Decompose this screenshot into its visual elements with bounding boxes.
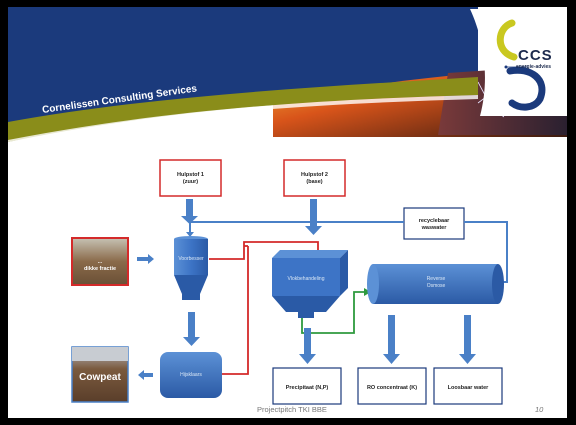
output-loosbaar-water: Loosbaar water xyxy=(433,367,503,405)
svg-text:Hijsklaars: Hijsklaars xyxy=(180,372,202,378)
svg-text:Hulpstof 2: Hulpstof 2 xyxy=(301,172,328,178)
arrow-voorbesser-down xyxy=(188,312,195,338)
green-line xyxy=(301,291,366,334)
svg-text:Precipitaat (N,P): Precipitaat (N,P) xyxy=(286,385,329,391)
ccs-logo xyxy=(470,9,567,116)
logo-text: CCS xyxy=(518,47,553,64)
page-number: 10 xyxy=(535,405,544,414)
logo-subtext: energie-advies xyxy=(516,64,552,70)
hulpstof2-box: Hulpstof 2 (base) xyxy=(283,159,346,197)
photo-cowpeat: Cowpeat xyxy=(71,346,129,403)
red-line-2 xyxy=(222,246,249,375)
svg-text:Osmose: Osmose xyxy=(427,283,446,289)
svg-text:(base): (base) xyxy=(306,179,322,185)
arrow-vlok-precipitaat xyxy=(304,328,311,355)
recycle-box: recyclebaar waswater xyxy=(403,207,465,240)
olive-band xyxy=(8,77,478,142)
tank-vlokbehandeling: Vlokbehandeling xyxy=(272,250,348,318)
svg-text:recyclebaar: recyclebaar xyxy=(419,218,450,224)
output-precipitaat: Precipitaat (N,P) xyxy=(272,367,342,405)
svg-text:waswater: waswater xyxy=(421,225,448,231)
svg-text:...: ... xyxy=(98,259,103,265)
header-blue-band xyxy=(8,7,478,127)
svg-text:Voorbesser: Voorbesser xyxy=(178,256,204,262)
arrow-hulpstof2 xyxy=(310,199,317,227)
arrow-tank-to-cowpeat xyxy=(138,370,153,380)
svg-text:(zuur): (zuur) xyxy=(183,179,198,185)
output-ro-concentraat: RO concentraat (K) xyxy=(357,367,427,405)
arrow-ro-water xyxy=(464,315,471,355)
tank-voorbesser: Voorbesser xyxy=(174,236,208,300)
svg-text:Vlokbehandeling: Vlokbehandeling xyxy=(288,276,325,282)
slide: Cornelissen Consulting Services CCS ener… xyxy=(8,7,567,418)
tank-reverse-osmose: Reverse Osmose xyxy=(367,264,504,304)
footer-text: Projectpitch TKI BBE xyxy=(257,405,327,414)
arrow-hulpstof1 xyxy=(186,199,193,217)
arrow-photo-to-tank xyxy=(137,254,154,264)
tank-bottom: Hijsklaars xyxy=(160,352,222,398)
svg-text:Loosbaar water: Loosbaar water xyxy=(448,385,490,391)
recycle-line xyxy=(464,221,508,283)
svg-text:Reverse: Reverse xyxy=(427,276,446,282)
svg-text:Cowpeat: Cowpeat xyxy=(79,372,121,383)
process-diagram: Hulpstof 1 (zuur) Hulpstof 2 (base) recy… xyxy=(71,159,508,405)
hulpstof1-box: Hulpstof 1 (zuur) xyxy=(159,159,222,197)
photo-dikke-fractie: ... dikke fractie xyxy=(71,237,129,286)
svg-text:RO concentraat (K): RO concentraat (K) xyxy=(367,385,417,391)
svg-text:dikke fractie: dikke fractie xyxy=(84,266,116,272)
arrow-ro-k xyxy=(388,315,395,355)
red-line-1 xyxy=(209,241,319,260)
svg-text:Hulpstof 1: Hulpstof 1 xyxy=(177,172,204,178)
